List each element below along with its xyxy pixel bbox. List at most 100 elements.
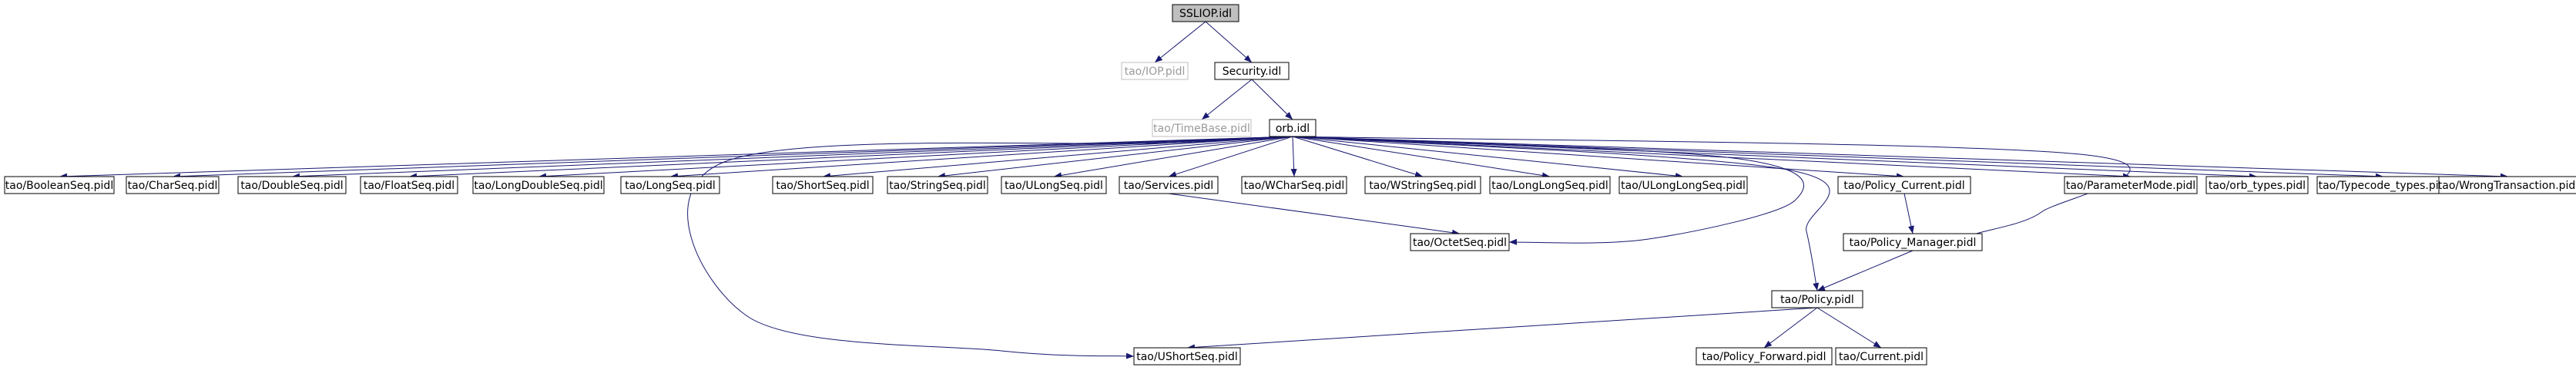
edge-policy-to-current: [1816, 307, 1882, 349]
node-label: tao/FloatSeq.pidl: [364, 180, 454, 192]
node-wstringseq[interactable]: tao/WStringSeq.pidl: [1364, 176, 1481, 194]
node-box: [1133, 347, 1241, 366]
edge-orb-to-orb_types: [1292, 136, 2258, 180]
node-label: tao/Policy_Current.pidl: [1843, 180, 1964, 192]
edge-orb-to-services: [1168, 136, 1293, 177]
edge-orb-to-booleanseq: [59, 136, 1293, 180]
node-box: [1837, 176, 1971, 194]
node-ulongseq[interactable]: tao/ULongSeq.pidl: [1001, 176, 1107, 194]
node-box: [472, 176, 605, 194]
node-label: tao/UShortSeq.pidl: [1136, 351, 1238, 363]
node-box: [360, 176, 458, 194]
edge-ssliop-to-security: [1205, 21, 1253, 63]
node-label: tao/TimeBase.pidl: [1153, 123, 1250, 135]
node-label: tao/CharSeq.pidl: [128, 180, 218, 192]
node-label: tao/WrongTransaction.pidl: [2438, 180, 2576, 192]
node-label: tao/BooleanSeq.pidl: [5, 180, 113, 192]
node-label: tao/ParameterMode.pidl: [2066, 180, 2195, 192]
node-box: [1001, 176, 1107, 194]
node-orb[interactable]: orb.idl: [1269, 119, 1317, 137]
node-label: tao/ULongLongSeq.pidl: [1621, 180, 1746, 192]
node-box: [1214, 62, 1290, 80]
node-box: [1152, 119, 1252, 137]
edge-orb-to-policy_manager: [1292, 136, 2131, 243]
edge-orb-to-wrongtransaction: [1292, 136, 2509, 180]
edge-policy_current-to-policy_manager: [1903, 193, 1914, 234]
edges-layer: [59, 21, 2509, 359]
node-services[interactable]: tao/Services.pidl: [1119, 176, 1219, 194]
edge-orb-to-ushortseq: [687, 136, 1293, 359]
node-label: tao/LongLongSeq.pidl: [1491, 180, 1608, 192]
edge-orb-to-charseq: [172, 136, 1293, 180]
node-current[interactable]: tao/Current.pidl: [1835, 347, 1927, 366]
node-label: tao/Policy_Manager.pidl: [1850, 237, 1977, 249]
edge-orb-to-ulonglongseq: [1292, 136, 1684, 179]
node-box: [2205, 176, 2309, 194]
node-typecode_types[interactable]: tao/Typecode_types.pidl: [2316, 176, 2450, 194]
node-label: tao/StringSeq.pidl: [889, 180, 986, 192]
node-octetseq[interactable]: tao/OctetSeq.pidl: [1410, 233, 1510, 251]
node-box: [772, 176, 874, 194]
node-label: tao/Typecode_types.pidl: [2319, 180, 2449, 192]
node-charseq[interactable]: tao/CharSeq.pidl: [126, 176, 220, 194]
node-box: [1410, 233, 1510, 251]
node-wrongtransaction[interactable]: tao/WrongTransaction.pidl: [2438, 176, 2576, 194]
edge-security-to-timebase: [1201, 79, 1253, 120]
node-shortseq[interactable]: tao/ShortSeq.pidl: [772, 176, 874, 194]
node-stringseq[interactable]: tao/StringSeq.pidl: [887, 176, 988, 194]
node-label: SSLIOP.idl: [1179, 8, 1232, 20]
edge-orb-to-doubleseq: [291, 136, 1293, 180]
node-floatseq[interactable]: tao/FloatSeq.pidl: [360, 176, 458, 194]
node-parametermode[interactable]: tao/ParameterMode.pidl: [2064, 176, 2198, 194]
node-booleanseq[interactable]: tao/BooleanSeq.pidl: [4, 176, 115, 194]
node-doubleseq[interactable]: tao/DoubleSeq.pidl: [237, 176, 347, 194]
edge-ssliop-to-iop: [1154, 21, 1206, 63]
node-policy_current[interactable]: tao/Policy_Current.pidl: [1837, 176, 1971, 194]
node-wcharseq[interactable]: tao/WCharSeq.pidl: [1241, 176, 1347, 194]
node-policy_forward[interactable]: tao/Policy_Forward.pidl: [1696, 347, 1833, 366]
node-box: [620, 176, 720, 194]
node-label: tao/Current.pidl: [1839, 351, 1924, 363]
edge-orb-to-policy: [1292, 136, 1830, 291]
node-label: tao/Policy.pidl: [1780, 294, 1854, 306]
node-label: tao/WStringSeq.pidl: [1369, 180, 1476, 192]
node-box: [2064, 176, 2198, 194]
node-label: tao/LongSeq.pidl: [625, 180, 716, 192]
node-label: tao/Services.pidl: [1124, 180, 1213, 192]
node-box: [237, 176, 347, 194]
node-longdoubleseq[interactable]: tao/LongDoubleSeq.pidl: [472, 176, 605, 194]
node-ssliop[interactable]: SSLIOP.idl: [1172, 4, 1239, 22]
edge-orb-to-parametermode: [1292, 136, 2132, 180]
edge-policy_manager-to-policy: [1816, 250, 1914, 291]
node-longlongseq[interactable]: tao/LongLongSeq.pidl: [1489, 176, 1611, 194]
edge-orb-to-longseq: [669, 136, 1293, 180]
node-label: tao/IOP.pidl: [1125, 66, 1186, 78]
node-box: [1618, 176, 1748, 194]
edge-orb-to-floatseq: [408, 136, 1293, 180]
node-timebase: tao/TimeBase.pidl: [1152, 119, 1252, 137]
node-box: [1843, 233, 1983, 251]
node-box: [1241, 176, 1347, 194]
node-box: [1119, 176, 1219, 194]
node-ushortseq[interactable]: tao/UShortSeq.pidl: [1133, 347, 1241, 366]
node-label: tao/OctetSeq.pidl: [1413, 237, 1507, 249]
node-ulonglongseq[interactable]: tao/ULongLongSeq.pidl: [1618, 176, 1748, 194]
node-box: [4, 176, 115, 194]
node-policy_manager[interactable]: tao/Policy_Manager.pidl: [1843, 233, 1983, 251]
node-label: tao/DoubleSeq.pidl: [240, 180, 343, 192]
edge-orb-to-wstringseq: [1292, 136, 1424, 177]
node-policy[interactable]: tao/Policy.pidl: [1771, 290, 1863, 308]
node-box: [1835, 347, 1927, 366]
node-box: [1364, 176, 1481, 194]
node-box: [126, 176, 220, 194]
node-security[interactable]: Security.idl: [1214, 62, 1290, 80]
node-orb_types[interactable]: tao/orb_types.pidl: [2205, 176, 2309, 194]
edge-services-to-octetseq: [1168, 193, 1461, 236]
node-label: tao/Policy_Forward.pidl: [1702, 351, 1826, 363]
edge-security-to-orb: [1251, 79, 1293, 120]
node-longseq[interactable]: tao/LongSeq.pidl: [620, 176, 720, 194]
nodes-layer: SSLIOP.idl tao/IOP.pidl Security.idl tao/Ti…: [4, 4, 2576, 366]
node-label: tao/ULongSeq.pidl: [1005, 180, 1103, 192]
node-box: [1172, 4, 1239, 22]
